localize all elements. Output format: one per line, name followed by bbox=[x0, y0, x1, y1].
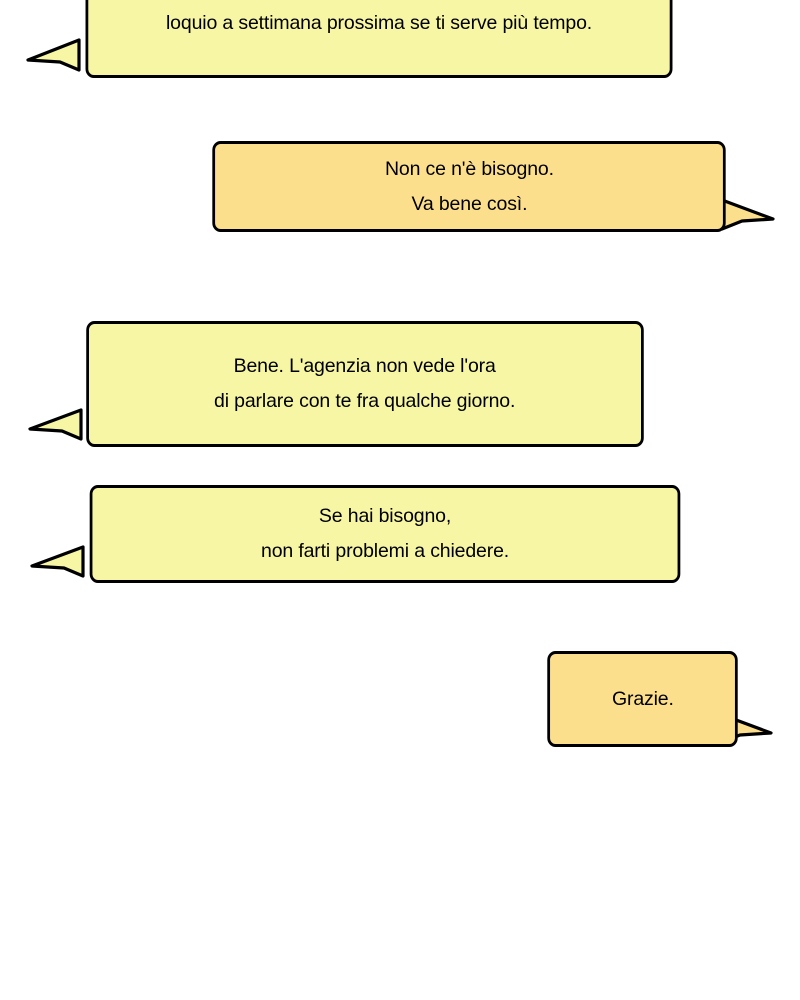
speech-bubble-msg-1[interactable]: loquio a settimana prossima se ti serve … bbox=[85, 0, 673, 78]
speech-bubble-msg-4[interactable]: Se hai bisogno, non farti problemi a chi… bbox=[89, 485, 681, 583]
speech-tail-left-msg-1 bbox=[24, 38, 84, 72]
speech-line: Grazie. bbox=[611, 687, 674, 710]
speech-bubble-msg-3[interactable]: Bene. L'agenzia non vede l'ora di parlar… bbox=[86, 321, 644, 447]
speech-line: Va bene così. bbox=[411, 192, 527, 215]
speech-line: Se hai bisogno, bbox=[318, 505, 452, 527]
speech-bubble-text-msg-1: loquio a settimana prossima se ti serve … bbox=[166, 6, 592, 41]
speech-tail-left-msg-3 bbox=[26, 406, 86, 442]
speech-bubble-msg-2[interactable]: Non ce n'è bisogno. Va bene così. bbox=[212, 141, 726, 232]
speech-bubble-text-msg-4: Se hai bisogno, non farti problemi a chi… bbox=[261, 499, 509, 569]
speech-tail-left-msg-4 bbox=[28, 543, 88, 579]
speech-bubble-msg-5[interactable]: Grazie. bbox=[547, 651, 738, 747]
speech-line: loquio a settimana prossima se ti serve … bbox=[165, 11, 593, 34]
speech-bubble-text-msg-5: Grazie. bbox=[612, 682, 674, 717]
speech-line: non farti problemi a chiedere. bbox=[260, 540, 510, 562]
speech-line: Bene. L'agenzia non vede l'ora bbox=[233, 355, 497, 377]
speech-line: di parlare con te fra qualche giorno. bbox=[214, 390, 516, 412]
speech-bubble-text-msg-3: Bene. L'agenzia non vede l'ora di parlar… bbox=[214, 349, 515, 419]
speech-bubble-text-msg-2: Non ce n'è bisogno. Va bene così. bbox=[385, 152, 554, 222]
speech-line: Non ce n'è bisogno. bbox=[384, 157, 554, 180]
